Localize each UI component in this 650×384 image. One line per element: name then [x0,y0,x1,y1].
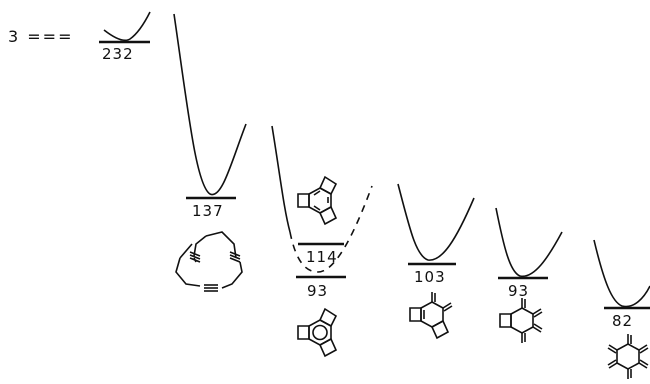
cyclic-triyne-structure [175,231,243,292]
hexaradialene-structure [607,334,649,379]
level-232: 232 [99,11,151,63]
potential-well-3 [271,125,291,233]
energy-label-3a: 114 [306,248,338,266]
level-82: 82 [593,239,650,379]
energy-label-4: 103 [414,268,446,286]
potential-well-1 [103,11,151,42]
energy-label-6: 82 [612,312,633,330]
energy-label-2: 137 [192,202,224,220]
quinoid-structure-b [499,298,543,343]
potential-well-2 [173,13,247,196]
potential-well-6 [593,239,650,308]
energy-label-1: 232 [102,45,134,63]
energy-label-3b: 93 [307,282,328,300]
potential-well-4 [397,183,475,261]
level-93-b: 93 [495,207,563,343]
potential-well-5 [495,207,563,277]
level-103: 103 [397,183,475,340]
potential-well-3-dashed [289,185,373,273]
level-114-93: 114 93 [271,125,373,358]
level-137: 137 [173,13,247,292]
reactant-label: 3 === [8,27,73,46]
energy-label-5: 93 [508,282,529,300]
trisbenzocyclobutadiene-lower [297,307,338,358]
quinoid-structure-a [409,292,453,340]
trisbenzocyclobutadiene-upper [297,175,338,226]
